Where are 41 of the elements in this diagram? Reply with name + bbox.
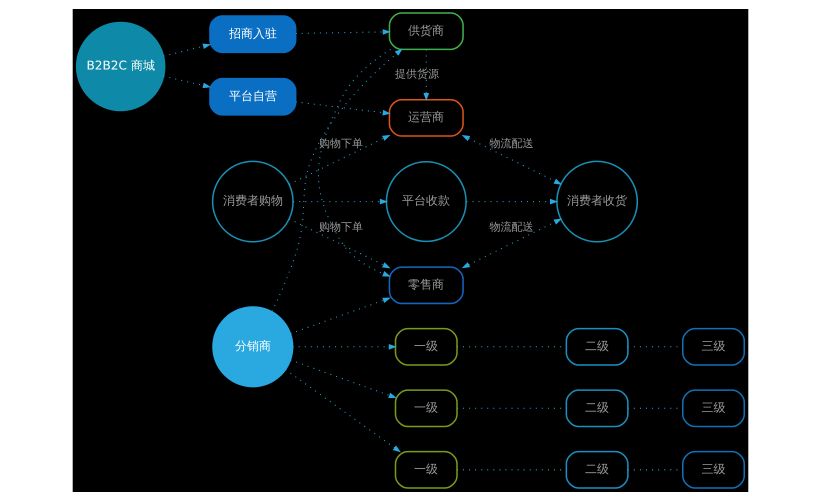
node-box: 一级 (394, 327, 458, 366)
arrow (461, 218, 562, 268)
node-box: 三级 (682, 327, 745, 366)
node-box: 二级 (565, 388, 628, 427)
node-circle: B2B2C 商城 (75, 21, 165, 111)
arrow (162, 43, 211, 56)
arrow (162, 75, 211, 88)
node-box: 供货商 (388, 12, 464, 50)
node-circle: 消费者购物 (211, 160, 294, 242)
arrow (290, 297, 390, 334)
node-box: 三级 (682, 450, 745, 488)
node-box: 三级 (682, 388, 745, 427)
arrow (290, 359, 396, 398)
arrow (284, 368, 400, 452)
arrow (288, 218, 390, 268)
node-circle: 平台收款 (385, 160, 466, 242)
arrow (317, 48, 390, 276)
node-box: 一级 (394, 450, 458, 488)
node-box: 二级 (565, 450, 628, 488)
edge-label: 物流配送 (488, 220, 533, 234)
node-box: 运营商 (388, 98, 464, 136)
node-box: 招商入驻 (208, 14, 296, 53)
arrow (288, 134, 390, 184)
edge-label: 购物下单 (318, 220, 363, 234)
arrow (466, 198, 558, 204)
arrow (461, 134, 562, 184)
node-box: 零售商 (388, 266, 464, 304)
arrow (292, 343, 396, 350)
edge-label: 提供货源 (394, 66, 439, 80)
arrow (271, 48, 402, 312)
node-box: 一级 (394, 388, 458, 427)
edge-label: 物流配送 (488, 136, 533, 150)
node-box: 二级 (565, 327, 628, 366)
node-box: 平台自营 (208, 77, 296, 116)
edge-label: 购物下单 (318, 136, 363, 150)
arrow (292, 198, 388, 204)
arrow (295, 100, 390, 115)
arrow (295, 28, 390, 34)
arrow (422, 49, 429, 101)
node-circle: 分销商 (212, 306, 293, 387)
node-circle: 消费者收货 (556, 160, 638, 242)
